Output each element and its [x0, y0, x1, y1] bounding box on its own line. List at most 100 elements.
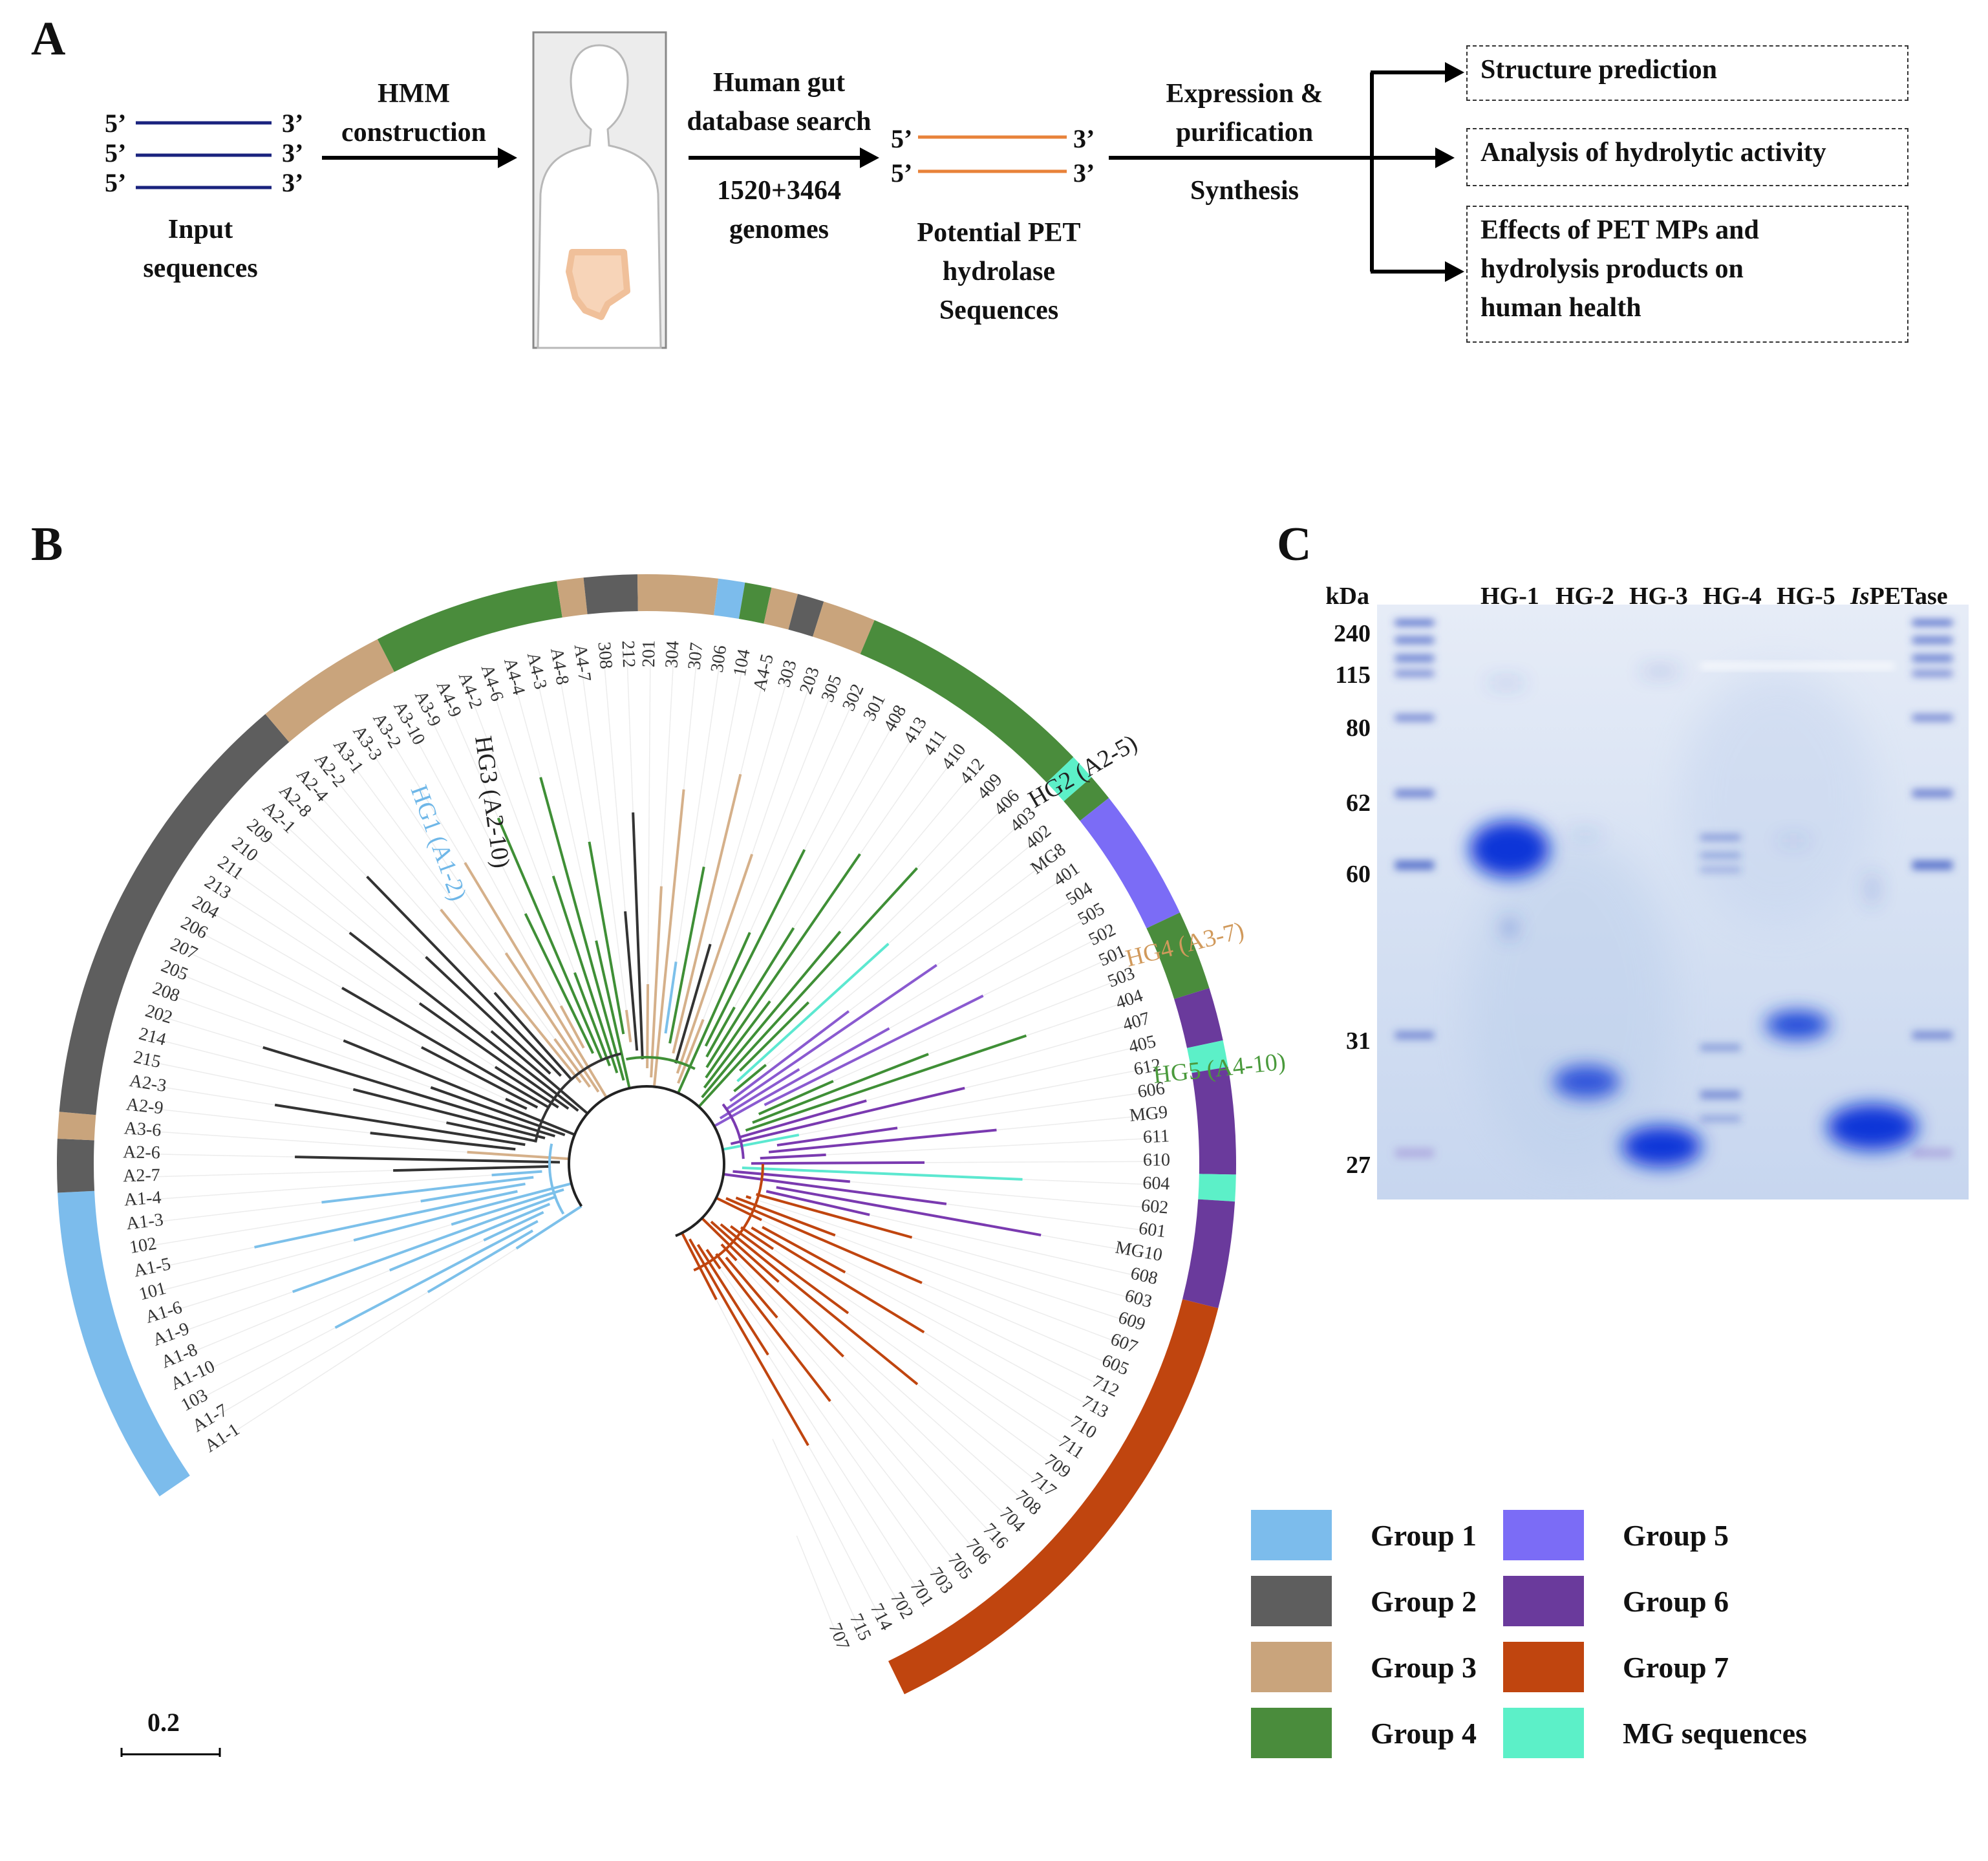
leaf-label: 405: [1127, 1031, 1158, 1057]
potential-3-prime: 3’3’: [1073, 124, 1095, 188]
leaf-guide-line: [869, 1214, 1151, 1280]
input-5-prime: 5’5’5’: [105, 109, 127, 197]
leaf-guide-line: [843, 1356, 1017, 1526]
output-structure-prediction: Structure prediction: [1466, 45, 1908, 101]
leaf-guide-line: [773, 1248, 1076, 1453]
tree-branch: [505, 1097, 528, 1110]
leaf-guide-line: [734, 713, 901, 1007]
tree-branch: [760, 1153, 826, 1160]
legend-label: Group 4: [1371, 1716, 1477, 1750]
leaf-label: A1-5: [132, 1254, 173, 1281]
tree-branch: [677, 932, 751, 1094]
tree-branch: [705, 927, 795, 1068]
leaf-label: 604: [1142, 1173, 1170, 1194]
ring-segment: [860, 619, 1074, 783]
leaf-label: A2-6: [123, 1142, 160, 1163]
legend-item: Group 1: [1251, 1510, 1503, 1560]
leaf-guide-line: [804, 701, 880, 850]
leaf-guide-line: [167, 968, 344, 1041]
leaf-guide-line: [224, 865, 420, 1004]
leaf-guide-line: [160, 1291, 293, 1340]
tree-branch: [389, 1203, 551, 1272]
leaf-guide-line: [129, 1170, 394, 1178]
tree-branch: [573, 972, 611, 1067]
tree-branch: [715, 1253, 831, 1403]
leaf-guide-line: [703, 682, 837, 1020]
tree-branch: [674, 943, 712, 1064]
leaf-guide-line: [486, 671, 554, 877]
leaf-label: 612: [1132, 1055, 1162, 1079]
leaf-guide-line: [188, 1327, 336, 1406]
ring-segment: [637, 574, 719, 616]
leaf-guide-line: [198, 905, 343, 989]
leaf-guide-line: [129, 1153, 295, 1157]
tree-branch: [366, 876, 562, 1077]
tree-branch: [427, 1229, 534, 1293]
leaf-guide-line: [709, 667, 791, 945]
leaf-label: 201: [639, 640, 659, 667]
tree-branch: [710, 1220, 780, 1283]
leaf-guide-line: [661, 647, 675, 887]
leaf-guide-line: [1041, 1234, 1156, 1256]
ring-segment: [1187, 1040, 1228, 1073]
leaf-guide-line: [168, 1269, 390, 1362]
tree-branch: [698, 867, 918, 1108]
leaf-guide-line: [675, 652, 722, 962]
leaf-guide-line: [924, 1161, 1164, 1163]
flow-lines: [136, 31, 1464, 349]
legend-label: MG sequences: [1623, 1716, 1807, 1750]
leaf-guide-line: [793, 724, 921, 929]
tree-branch: [730, 1086, 965, 1145]
panel-label-a: A: [31, 12, 66, 65]
ring-segment: [1047, 757, 1092, 802]
tree-branch: [705, 853, 861, 1079]
tree-arc: [534, 1052, 622, 1143]
leaf-label: 610: [1143, 1150, 1170, 1170]
tree-branch: [467, 1150, 570, 1161]
leaf-label: A1-3: [125, 1210, 165, 1234]
ring-segment: [714, 578, 745, 619]
lane-hg1-bands: [1470, 681, 1550, 938]
leaf-guide-line: [211, 884, 496, 1068]
leaf-guide-line: [339, 747, 555, 1040]
leaf-guide-line: [136, 1200, 421, 1249]
leaf-guide-line: [716, 1299, 884, 1624]
branch-bottom-head: [1445, 261, 1464, 282]
leaf-label: 404: [1113, 985, 1146, 1013]
leaf-label: 212: [618, 640, 639, 668]
leaf-guide-line: [916, 782, 996, 869]
tree-branch: [490, 1030, 589, 1115]
tree-branch: [724, 963, 937, 1111]
tree-branch: [334, 1220, 539, 1329]
gel-smear: [1700, 663, 1894, 669]
tree-branch: [650, 886, 663, 1078]
tree-branch: [758, 1080, 834, 1115]
tree-branch: [729, 1010, 850, 1102]
scale-bar: [120, 1748, 221, 1757]
tree-branch: [705, 1006, 736, 1058]
leaf-guide-line: [238, 845, 350, 934]
tree-branch: [451, 1188, 564, 1226]
tree-branch: [446, 1121, 536, 1143]
ring-segment: [1080, 798, 1181, 929]
output-health-effects: Effects of PET MPs and hydrolysis produc…: [1466, 206, 1908, 343]
leaf-guide-line: [152, 1223, 452, 1318]
tree-branch: [689, 1238, 809, 1447]
tree-branch: [352, 1088, 546, 1140]
leaf-guide-line: [946, 1203, 1160, 1233]
tree-branch: [491, 1170, 542, 1177]
expression-arrow-head: [1435, 147, 1455, 168]
panel-label-c: C: [1277, 518, 1312, 571]
leaf-label: 215: [132, 1047, 162, 1072]
tree-branch: [425, 956, 551, 1075]
leaf-label: MG10: [1114, 1237, 1164, 1265]
ring-segment: [557, 577, 588, 618]
leaf-label: A4-5: [749, 652, 778, 693]
gel-shading: [1468, 837, 1674, 1174]
leaf-guide-line: [749, 691, 858, 933]
legend-item: Group 5: [1503, 1510, 1865, 1560]
tree-branch: [722, 1134, 800, 1151]
input-sequences-label: Input sequences: [143, 215, 258, 283]
tree-branch: [672, 773, 742, 1054]
tree-branch: [764, 995, 984, 1106]
